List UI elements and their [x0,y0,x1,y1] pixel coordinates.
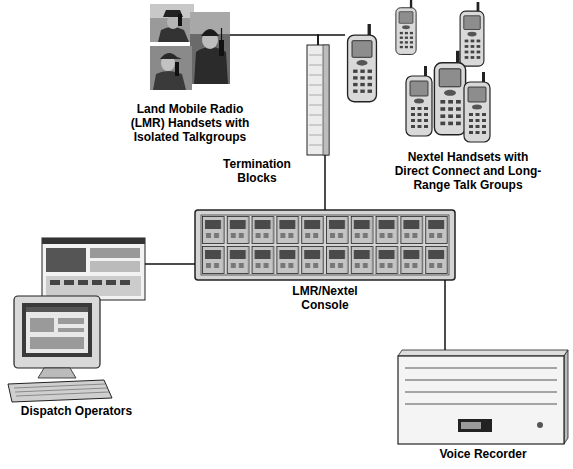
connector-line [318,35,345,45]
termination-block: Termination Blocks [307,45,329,155]
dispatch-screenshot [42,238,145,300]
person-body [153,71,186,90]
nextel-phone [348,24,377,102]
keyboard-keys [14,384,109,396]
recorder-top [398,350,568,356]
screen-titlebar [26,307,88,312]
label-holder: Voice Recorder [398,447,568,461]
screen-panels [30,318,84,349]
voice-recorder [398,356,564,444]
voice-recorder: Voice Recorder [398,350,568,444]
recorder-slots [405,368,557,404]
keyboard [8,380,112,402]
node-label: LMR/Nextel Console [275,284,375,312]
window-panel [90,261,140,272]
label-holder: Dispatch Operators [8,404,145,418]
person-head [167,15,179,29]
block-grooves [309,55,322,145]
person-body [158,27,189,42]
console-modules [201,215,449,275]
connector-line [230,35,318,45]
node-label: Voice Recorder [398,447,568,461]
label-holder: LMR/Nextel Console [275,284,375,312]
node-label: Land Mobile Radio (LMR) Handsets with Is… [120,102,260,144]
window-icons [50,280,130,285]
connector-line [444,280,446,350]
dispatch-workstation: Dispatch Operators [8,236,145,402]
recorder-button [537,422,543,428]
node-label: Nextel Handsets with Direct Connect and … [393,150,543,192]
nextel-phone [396,0,416,54]
termination-block [307,45,329,155]
photo-frame [150,4,194,42]
recorder-display [458,419,492,432]
radio-antenna [221,28,222,40]
lmr-handsets: Land Mobile Radio (LMR) Handsets with Is… [150,4,230,90]
nextel-phone [460,2,484,66]
person-helmet [201,29,219,36]
crt-monitor [14,296,100,368]
connector-line [324,155,326,210]
console-box: LMR/Nextel Console [195,210,455,280]
radio-handset [219,40,224,56]
nextel-phone [464,72,490,142]
window-titlebar [42,238,145,244]
nextel-handsets: Nextel Handsets with Direct Connect and … [345,2,493,146]
monitor-screen [22,303,92,357]
monitor-stand [38,368,76,378]
photo-frame [190,12,230,84]
window-panel [90,248,140,258]
window-panel [46,276,141,296]
window-panel [46,248,86,272]
label-holder: Land Mobile Radio (LMR) Handsets with Is… [120,102,260,144]
display-readout [461,422,481,429]
block-side [323,45,329,155]
nextel-phone [434,51,465,135]
label-holder: Termination Blocks [212,157,302,185]
screen-window [26,307,88,353]
nextel-phone [406,66,432,136]
person-cap [160,53,182,59]
node-label: Dispatch Operators [8,404,145,418]
connector-line [145,263,195,265]
photo-frame [150,46,192,90]
node-label: Termination Blocks [212,157,302,185]
radio-handset [175,62,179,76]
console-chassis [195,210,455,280]
photo-sky [150,4,194,18]
label-holder: Nextel Handsets with Direct Connect and … [393,150,543,192]
radio-handset [178,14,182,26]
